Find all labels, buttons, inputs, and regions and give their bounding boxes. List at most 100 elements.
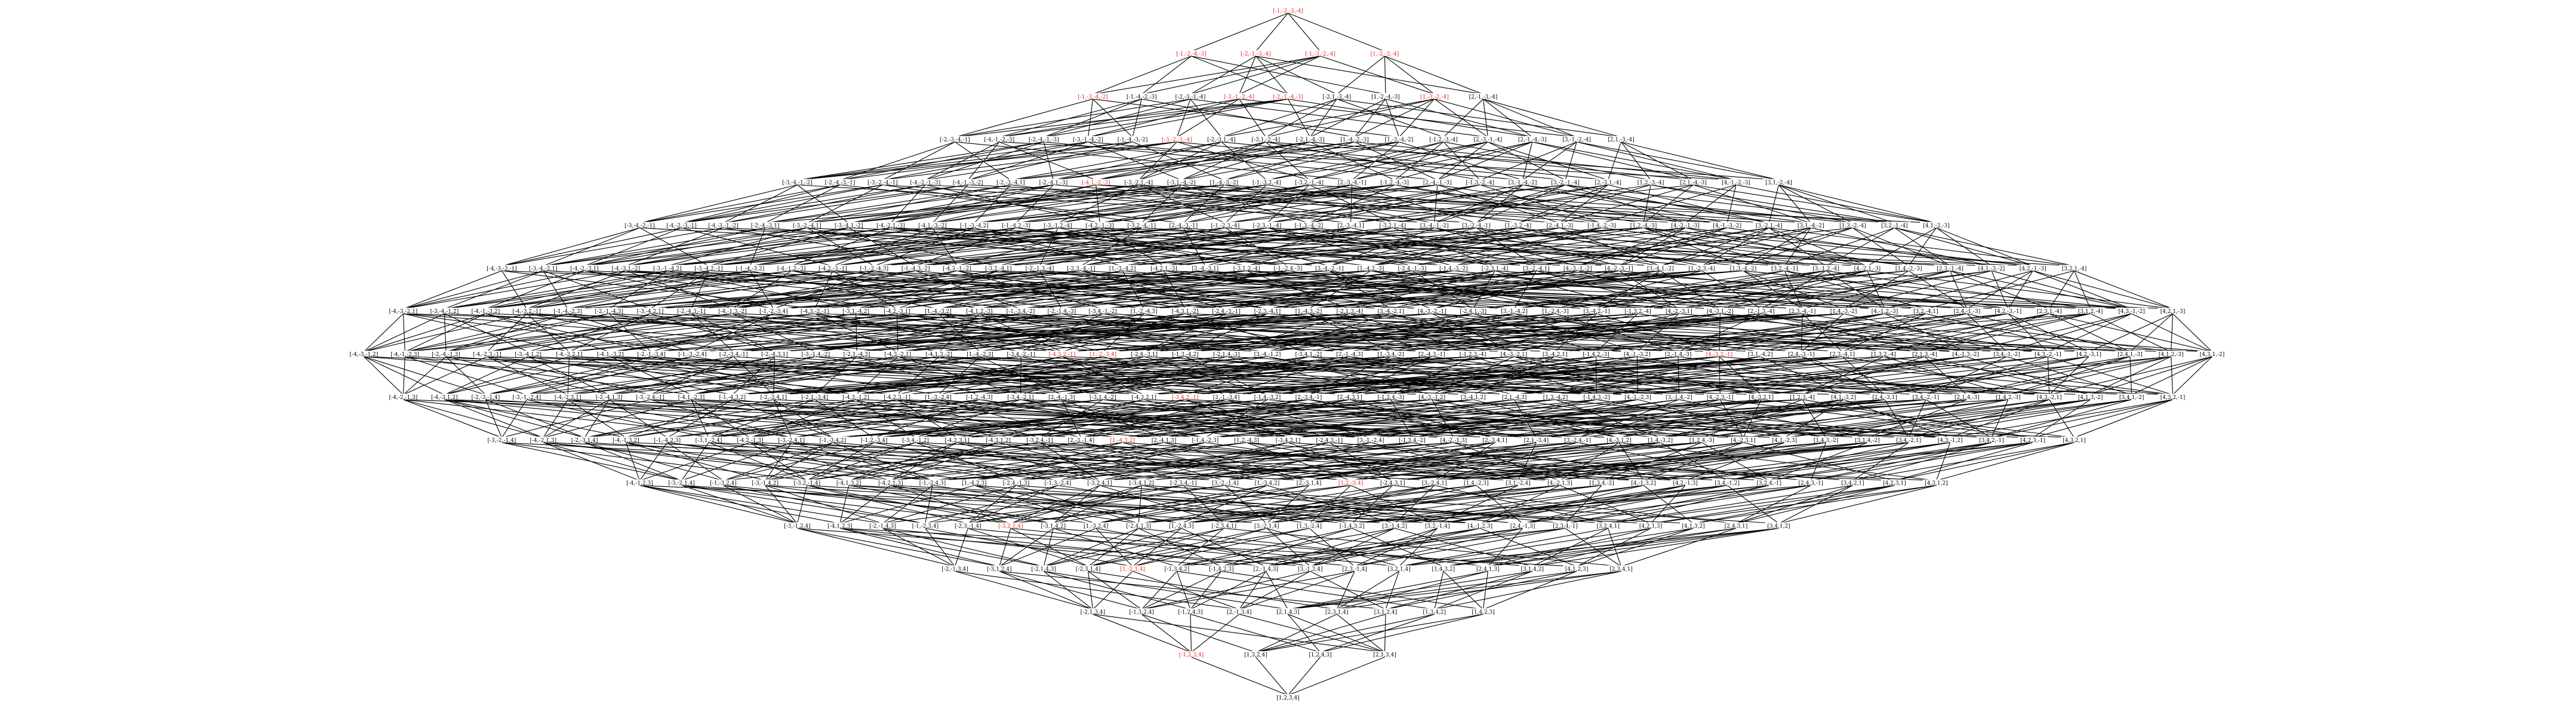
node-backdrop — [673, 308, 709, 314]
node: [3,1,4,2] — [1521, 566, 1544, 572]
node: [-1,-3,-2,4] — [678, 352, 707, 358]
node-backdrop — [567, 265, 602, 271]
cover-edge — [1385, 570, 1532, 610]
cover-edge — [1010, 142, 1310, 181]
cover-edge — [1936, 227, 2033, 266]
node: [-2,4,1,-3] — [1460, 309, 1486, 315]
cover-edge — [364, 356, 1432, 395]
node: [2,-4,-1,3] — [1048, 395, 1075, 401]
node-backdrop — [1543, 222, 1577, 228]
node-backdrop — [839, 393, 872, 400]
node-backdrop — [1232, 436, 1262, 443]
cover-edge — [1336, 56, 1385, 95]
cover-edge — [1432, 356, 1515, 395]
node: [4,-2,-1,-3] — [1671, 223, 1700, 229]
node-backdrop — [1976, 436, 2006, 443]
node: [-2,1,4,3] — [1032, 566, 1057, 572]
cover-edge — [855, 356, 1268, 395]
node-backdrop — [1292, 351, 1325, 357]
cover-edge — [1309, 142, 1488, 181]
cover-edge — [979, 313, 1063, 352]
cover-edge — [832, 227, 1184, 266]
node: [1,4,2,-3] — [1996, 395, 2021, 401]
node-backdrop — [715, 308, 750, 314]
node: [3,-2,-4,-1] — [1462, 223, 1491, 229]
cover-edge — [1181, 184, 1811, 223]
node: [-3,4,2,1] — [1276, 438, 1301, 444]
node: [-3,2,-4,-1] — [1127, 223, 1156, 229]
cover-edge — [999, 528, 1054, 567]
cover-edge — [1355, 142, 1737, 181]
node: [3,2,-1,-4] — [1881, 223, 1908, 229]
cover-edge — [1559, 442, 1744, 481]
cover-edge — [1267, 185, 1310, 223]
cover-edge — [2171, 356, 2174, 395]
node: [-1,4,-2,3] — [1192, 438, 1219, 444]
cover-edge — [968, 142, 1133, 181]
node-backdrop — [1377, 479, 1408, 486]
node: [-3,2,4,1] — [1087, 481, 1112, 487]
node-backdrop — [1292, 136, 1328, 142]
cover-edge — [773, 356, 1514, 395]
cover-edge — [1483, 570, 1577, 610]
node: [-2,1,-3,4] — [802, 395, 829, 401]
node-backdrop — [1677, 179, 1710, 185]
cover-edge — [444, 270, 667, 309]
node: [2,-3,-1,4] — [1068, 438, 1095, 444]
node-backdrop — [1274, 608, 1302, 615]
node-backdrop — [749, 479, 781, 486]
node-backdrop — [387, 351, 423, 357]
cover-edge — [364, 313, 404, 352]
node: [4,2,3,-1] — [2020, 438, 2045, 444]
cover-edge — [938, 399, 1082, 438]
cover-edge — [610, 313, 980, 352]
cover-edge — [2048, 356, 2173, 395]
node-backdrop — [1563, 565, 1590, 572]
cover-edge — [956, 442, 1895, 481]
cover-edge — [882, 184, 1476, 223]
cover-edge — [791, 227, 1058, 266]
highlighted-node: [4,-3,2,-1] — [1706, 352, 1733, 358]
node-backdrop — [509, 393, 544, 400]
cover-edge — [2008, 356, 2171, 395]
cover-edge — [1138, 485, 1142, 524]
cover-edge — [1141, 99, 1355, 138]
cover-edge — [1518, 442, 1909, 481]
node: [1,3,-2,4] — [1297, 524, 1322, 530]
node: [4,3,-2,1] — [2037, 395, 2062, 401]
cover-edge — [1354, 142, 1438, 180]
node: [1,-3,-4,-2] — [1385, 137, 1414, 143]
cover-edge — [1138, 527, 1488, 567]
node: [-4,2,-1,-3] — [1085, 223, 1114, 229]
node-backdrop — [1785, 351, 1818, 357]
node: [3,2,-4,1] — [1913, 309, 1938, 315]
node: [4,1,-3,2] — [1831, 395, 1856, 401]
node: [-2,-1,-4,3] — [595, 309, 623, 315]
node-backdrop — [1149, 436, 1179, 443]
node: [-3,4,-2,1] — [1007, 395, 1034, 401]
cover-edge — [1867, 271, 1885, 309]
node: [-1,2,-4,3] — [966, 395, 993, 401]
cover-edge — [626, 270, 733, 309]
node-backdrop — [1128, 351, 1161, 357]
cover-edge — [709, 227, 1017, 266]
node-backdrop — [1627, 222, 1660, 228]
node-backdrop — [428, 351, 464, 357]
cover-edge — [1727, 227, 1992, 266]
cover-edge — [750, 442, 1686, 481]
node: [1,-3,4,2] — [1255, 481, 1280, 487]
cover-edge — [1310, 527, 1481, 567]
node-backdrop — [1294, 479, 1324, 486]
cover-edge — [1181, 142, 1310, 181]
node: [2,-1,3,-4] — [1748, 309, 1775, 315]
cover-edge — [1843, 356, 2089, 395]
cover-edge — [1637, 313, 2008, 352]
node: [3,1,-4,2] — [1748, 352, 1773, 358]
node-backdrop — [1127, 608, 1157, 615]
node-backdrop — [1686, 436, 1717, 443]
cover-edge — [765, 485, 798, 524]
node-backdrop — [984, 565, 1014, 572]
cover-edge — [932, 185, 968, 223]
cover-edge — [1434, 99, 1488, 138]
cover-edge — [569, 356, 1144, 395]
